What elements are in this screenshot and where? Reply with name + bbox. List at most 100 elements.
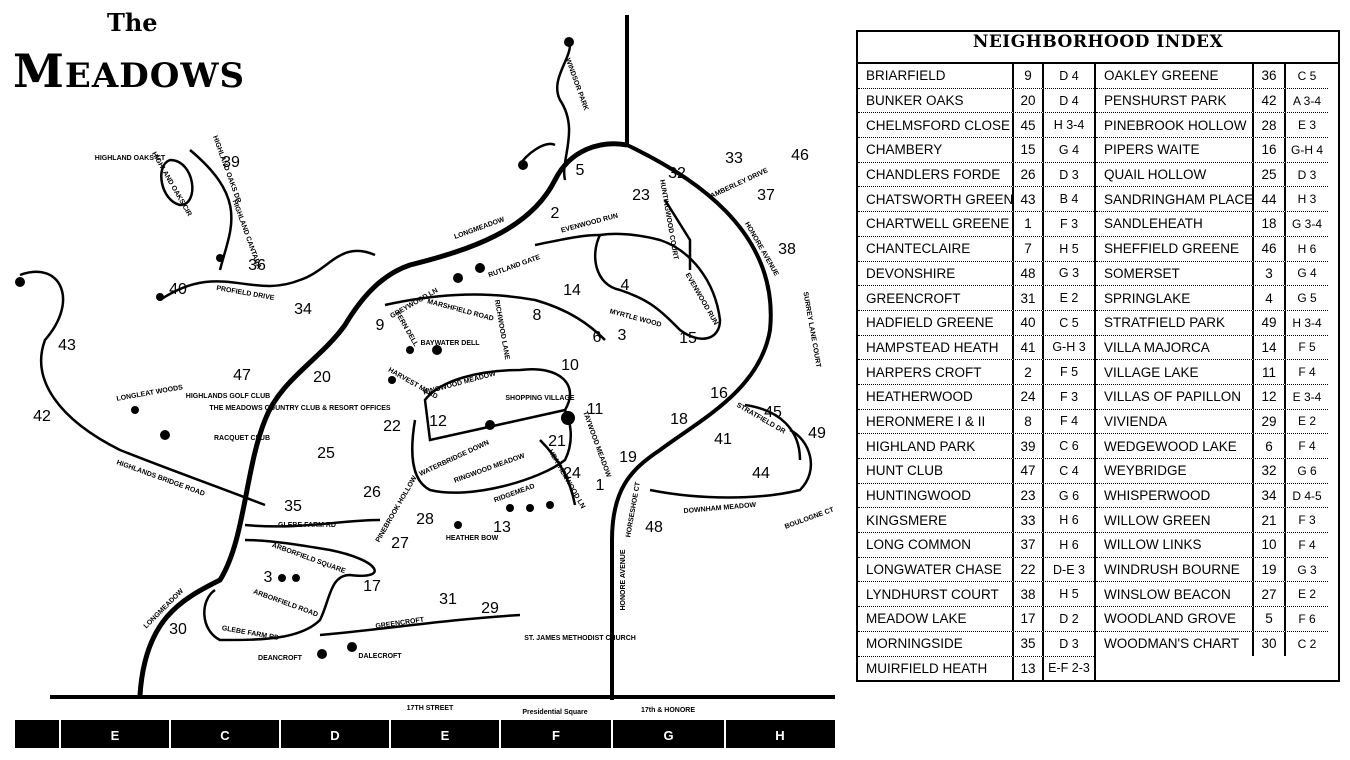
grid-reference: D 3 <box>1059 167 1079 182</box>
marshfield-road <box>384 293 606 341</box>
highlands-bridge-road <box>19 270 266 507</box>
grid-reference: H 5 <box>1059 587 1079 602</box>
neighborhood-number: 46 <box>791 147 809 164</box>
road-label-proffield-drive: PROFIELD DRIVE <box>216 285 275 302</box>
grid-reference: G 4 <box>1058 142 1080 157</box>
neighborhood-name: HIGHLAND PARK <box>866 438 976 454</box>
neighborhood-number: 16 <box>710 385 728 402</box>
neighborhood-name: HEATHERWOOD <box>866 389 973 405</box>
neighborhood-number: 1 <box>596 477 605 494</box>
neighborhood-number: 13 <box>1012 656 1044 681</box>
neighborhood-name: WILLOW GREEN <box>1104 512 1211 528</box>
neighborhood-name: OAKLEY GREENE <box>1104 68 1219 84</box>
grid-reference: F 5 <box>1059 365 1079 380</box>
neighborhood-number: 4 <box>1252 286 1286 310</box>
neighborhood-number: 41 <box>714 431 732 448</box>
neighborhood-number: 26 <box>1012 162 1044 187</box>
map-title-rest: EADOWS <box>64 56 246 96</box>
road-label-racquet-club: RACQUET CLUB <box>214 435 270 442</box>
neighborhood-number: 33 <box>1012 508 1044 533</box>
neighborhood-name: HADFIELD GREENE <box>866 315 994 331</box>
neighborhood-number: 15 <box>679 330 697 347</box>
grid-column-label: F <box>552 728 560 743</box>
road-label-boulogne-ct: BOULOGNE CT <box>784 506 836 531</box>
grid-reference: D 4-5 <box>1292 488 1322 503</box>
grid-reference: G 3 <box>1297 562 1317 577</box>
neighborhood-number: 3 <box>1252 261 1286 286</box>
grid-reference: B 4 <box>1059 192 1079 207</box>
proffield-drive-road <box>159 249 376 302</box>
grid-reference: C 4 <box>1059 463 1079 478</box>
map-title: MEADOWS <box>13 44 245 98</box>
longmeadow-road <box>137 141 628 696</box>
neighborhood-number: 44 <box>1252 187 1286 212</box>
grid-reference: F 3 <box>1298 513 1316 528</box>
neighborhood-name: MEADOW LAKE <box>866 611 967 627</box>
neighborhood-name: HARPERS CROFT <box>866 364 982 380</box>
road-label-dalecroft: DALECROFT <box>358 653 402 660</box>
neighborhood-number: 3 <box>264 569 273 586</box>
grid-reference: D-E 3 <box>1053 562 1085 577</box>
grid-reference: H 3-4 <box>1292 315 1322 330</box>
neighborhood-number: 10 <box>561 357 579 374</box>
grid-column-label: E <box>441 728 450 743</box>
grid-reference: H 5 <box>1059 241 1079 256</box>
ringwood-meadow-loop <box>423 367 572 442</box>
neighborhood-number: 3 <box>618 327 627 344</box>
neighborhood-number: 12 <box>1252 384 1286 409</box>
road-label-greencroft: GREENCROFT <box>375 617 425 631</box>
neighborhood-number: 18 <box>1252 212 1286 236</box>
neighborhood-number: 38 <box>1012 582 1044 607</box>
neighborhood-number: 20 <box>1012 88 1044 113</box>
grid-reference: G 3-4 <box>1291 216 1322 231</box>
neighborhood-number: 38 <box>778 241 796 258</box>
neighborhood-name: CHARTWELL GREENE <box>866 216 1010 232</box>
neighborhood-number: 36 <box>1252 64 1286 88</box>
road-label-huntingwood-court: HUNTINGWOOD COURT <box>658 179 679 261</box>
downham-meadow-road <box>649 428 813 499</box>
neighborhood-name: SANDRINGHAM PLACE <box>1104 191 1252 207</box>
neighborhood-number: 34 <box>1252 483 1286 508</box>
grid-reference: H 6 <box>1059 513 1079 528</box>
neighborhood-name: SPRINGLAKE <box>1104 290 1191 306</box>
map-title-prefix: The <box>107 8 158 37</box>
neighborhood-name: DEVONSHIRE <box>866 265 956 281</box>
neighborhood-number: 20 <box>313 369 331 386</box>
road-label-presidential-square: Presidential Square <box>522 709 587 716</box>
neighborhood-name: KINGSMERE <box>866 512 948 528</box>
neighborhood-number: 35 <box>284 498 302 515</box>
road-label-arborfield-road: ARBORFIELD ROAD <box>252 589 319 619</box>
road-label-pinebrook-hollow: PINEBROOK HOLLOW <box>375 474 419 543</box>
neighborhood-name: HAMPSTEAD HEATH <box>866 339 999 355</box>
neighborhood-name: MORNINGSIDE <box>866 636 963 652</box>
neighborhood-name: CHAMBERY <box>866 142 943 158</box>
windsor-park-road <box>555 44 572 181</box>
neighborhood-number: 4 <box>621 277 630 294</box>
grid-reference: F 6 <box>1298 611 1316 626</box>
neighborhood-name: PIPERS WAITE <box>1104 142 1200 158</box>
road-label-evenwood-run-2: EVENWOOD RUN <box>684 272 719 326</box>
grid-reference: D 4 <box>1059 93 1079 108</box>
neighborhood-name: WEDGEWOOD LAKE <box>1104 438 1237 454</box>
